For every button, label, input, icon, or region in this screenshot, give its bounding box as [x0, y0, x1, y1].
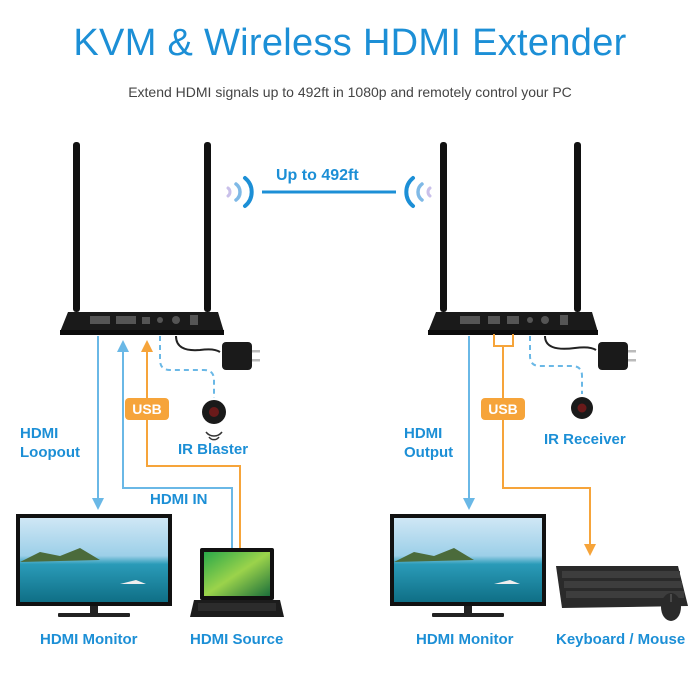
signal-right-icon [404, 176, 432, 208]
hdmi-monitor-label: HDMI Monitor [40, 631, 138, 648]
mouse-icon [661, 593, 681, 621]
hdmi-output-label: HDMI Output [404, 425, 454, 461]
ir-receiver-icon [571, 397, 593, 419]
ir-blaster-cable [159, 336, 215, 398]
hdmi-in-label: HDMI IN [150, 491, 208, 508]
arrow-up-icon [141, 340, 153, 352]
ir-receiver-label: IR Receiver [544, 431, 626, 448]
power-adapter-icon [598, 342, 636, 370]
ir-blaster-icon [202, 400, 226, 441]
arrow-down-icon [584, 544, 596, 556]
antenna-left [73, 142, 80, 312]
distance-label: Up to 492ft [276, 167, 359, 184]
hdmi-monitor-label: HDMI Monitor [416, 631, 514, 648]
usb-badge: USB [125, 398, 169, 420]
receiver-unit [428, 142, 598, 335]
arrow-up-icon [117, 340, 129, 352]
arrow-down-icon [92, 498, 104, 510]
hdmi-source-label: HDMI Source [190, 631, 284, 648]
page-title: KVM & Wireless HDMI Extender [73, 22, 627, 64]
transmitter-cables [92, 335, 241, 550]
keyboard-mouse-label: Keyboard / Mouse [556, 631, 686, 648]
hdmi-monitor-left [16, 514, 172, 617]
transmitter-unit [60, 142, 224, 335]
wireless-link [226, 176, 432, 208]
hdmi-loopout-label: HDMI Loopout [20, 425, 80, 461]
antenna-right [574, 142, 581, 312]
page-subtitle: Extend HDMI signals up to 492ft in 1080p… [128, 84, 572, 100]
antenna-left [440, 142, 447, 312]
usb-badge: USB [481, 398, 525, 420]
power-adapter-icon [222, 342, 260, 370]
arrow-down-icon [463, 498, 475, 510]
ir-blaster-label: IR Blaster [178, 441, 249, 458]
signal-left-icon [226, 176, 254, 208]
hdmi-source-laptop [190, 548, 284, 617]
hdmi-in-cable [122, 348, 233, 550]
ir-receiver-cable [529, 336, 583, 394]
hdmi-monitor-right [390, 514, 546, 617]
keyboard-mouse [556, 566, 688, 621]
antenna-right [204, 142, 211, 312]
